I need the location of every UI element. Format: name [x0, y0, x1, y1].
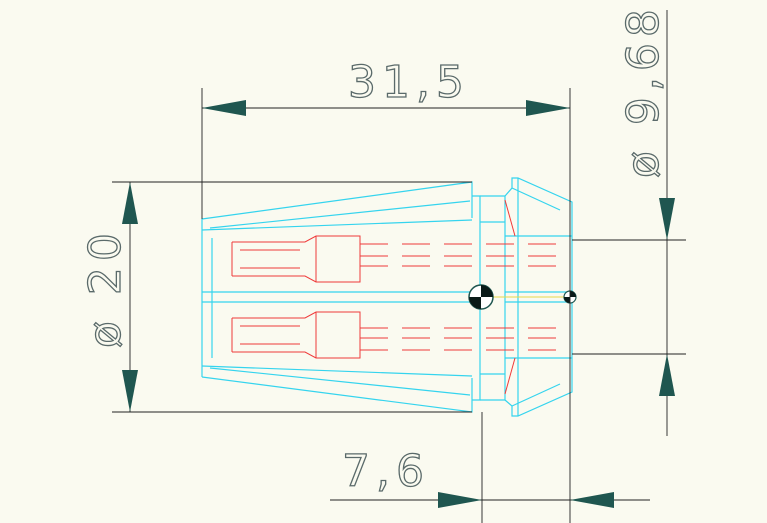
dimension-label-bore-diameter: ø 9,68 [618, 3, 669, 178]
dimension-label-outer-diameter: ø 20 [80, 227, 131, 348]
dimension-head-length: 7,6 [330, 412, 650, 523]
dimension-label-head-length: 7,6 [342, 446, 430, 497]
dimension-outer-diameter: ø 20 [79, 181, 472, 413]
collet-outline [201, 177, 573, 417]
collet-body-upper [201, 181, 473, 220]
center-mark-large-icon [468, 284, 494, 310]
dimension-label-length: 31,5 [348, 57, 470, 108]
dimension-total-length: 31,5 [201, 56, 571, 523]
collet-internal-features [231, 199, 570, 395]
collet-body-lower [201, 376, 473, 413]
dimension-bore-diameter: ø 9,68 [572, 2, 686, 436]
